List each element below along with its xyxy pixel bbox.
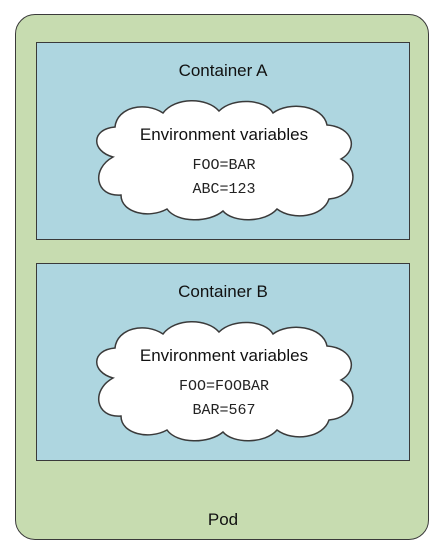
env-var-foo: FOO=BAR [192, 157, 256, 174]
container-a-box: Container A Environment variables FOO=BA… [36, 42, 410, 240]
cloud-shape-b [96, 321, 354, 442]
cloud-shape-a [96, 100, 354, 221]
container-a-title: Container A [178, 61, 268, 80]
pod-label: Pod [207, 510, 239, 529]
env-var-foo-b: FOO=FOOBAR [178, 378, 269, 395]
container-b-box: Container B Environment variables FOO=FO… [36, 263, 410, 461]
env-cloud-b: Environment variables FOO=FOOBAR BAR=567 [83, 316, 365, 444]
env-title-b: Environment variables [139, 346, 309, 365]
env-cloud-a: Environment variables FOO=BAR ABC=123 [83, 95, 365, 223]
env-var-abc: ABC=123 [192, 181, 256, 198]
env-var-bar: BAR=567 [192, 402, 256, 419]
container-b-title: Container B [178, 282, 268, 301]
env-title-a: Environment variables [139, 125, 309, 144]
